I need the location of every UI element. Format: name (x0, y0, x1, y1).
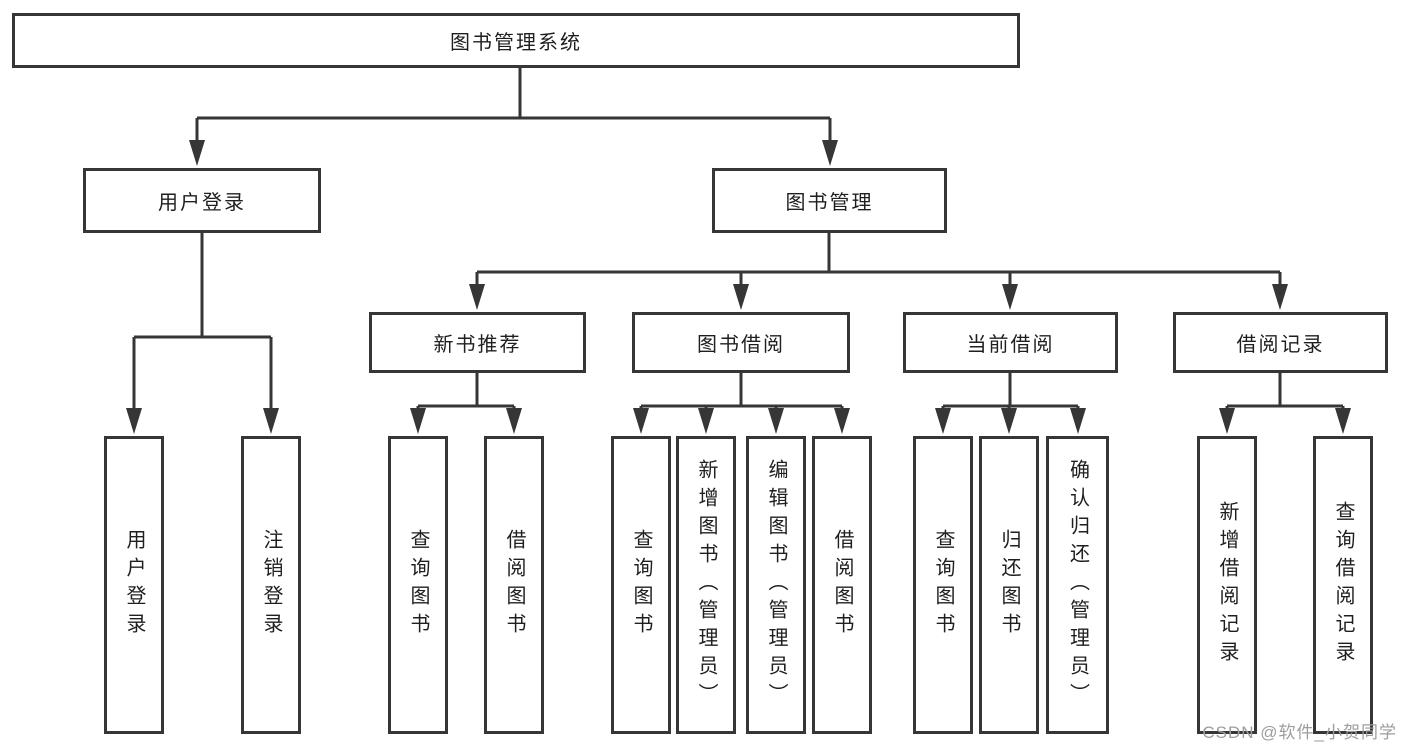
leaf-query-books-recommend: 查询图书 (388, 436, 448, 734)
connector-book-management-to-level3 (469, 233, 1288, 310)
leaf-add-borrow-record: 新增借阅记录 (1197, 436, 1257, 734)
arrowhead-down (633, 408, 649, 434)
leaf-logout: 注销登录 (241, 436, 301, 734)
leaf-query-books-current: 查询图书 (913, 436, 973, 734)
arrowhead-down (469, 284, 485, 310)
arrowhead-down (410, 408, 426, 434)
connector-book-borrow-children (633, 373, 850, 434)
arrowhead-down (733, 284, 749, 310)
arrowhead-down (935, 408, 951, 434)
leaf-add-books-admin: 新增图书（管理员） (676, 436, 736, 734)
leaf-query-borrow-record: 查询借阅记录 (1313, 436, 1373, 734)
node-root: 图书管理系统 (12, 13, 1020, 68)
connector-borrow-record-children (1219, 373, 1351, 434)
arrowhead-down (126, 408, 142, 434)
node-book-borrowing: 图书借阅 (632, 312, 850, 373)
leaf-edit-books-admin: 编辑图书（管理员） (746, 436, 806, 734)
leaf-borrow-books: 借阅图书 (812, 436, 872, 734)
arrowhead-down (263, 408, 279, 434)
arrowhead-down (189, 140, 205, 166)
connector-user-login-children (126, 233, 279, 434)
csdn-watermark: CSDN @软件_小贺同学 (1202, 723, 1397, 742)
leaf-confirm-return-admin: 确认归还（管理员） (1046, 436, 1109, 734)
node-book-management: 图书管理 (712, 168, 947, 233)
leaf-borrow-books-recommend: 借阅图书 (484, 436, 544, 734)
arrowhead-down (822, 140, 838, 166)
node-borrowing-records: 借阅记录 (1173, 312, 1388, 373)
connector-new-book-children (410, 373, 522, 434)
node-user-login: 用户登录 (83, 168, 321, 233)
arrowhead-down (768, 408, 784, 434)
connector-current-borrow-children (935, 373, 1086, 434)
leaf-query-books-borrow: 查询图书 (611, 436, 671, 734)
node-new-book-recommendation: 新书推荐 (369, 312, 586, 373)
arrowhead-down (1002, 284, 1018, 310)
arrowhead-down (1219, 408, 1235, 434)
arrowhead-down (1070, 408, 1086, 434)
leaf-return-books: 归还图书 (979, 436, 1039, 734)
connector-root-to-level2 (189, 68, 838, 166)
arrowhead-down (1272, 284, 1288, 310)
leaf-user-login: 用户登录 (104, 436, 164, 734)
arrowhead-down (698, 408, 714, 434)
arrowhead-down (1001, 408, 1017, 434)
node-current-borrowing: 当前借阅 (903, 312, 1118, 373)
arrowhead-down (834, 408, 850, 434)
arrowhead-down (1335, 408, 1351, 434)
arrowhead-down (506, 408, 522, 434)
